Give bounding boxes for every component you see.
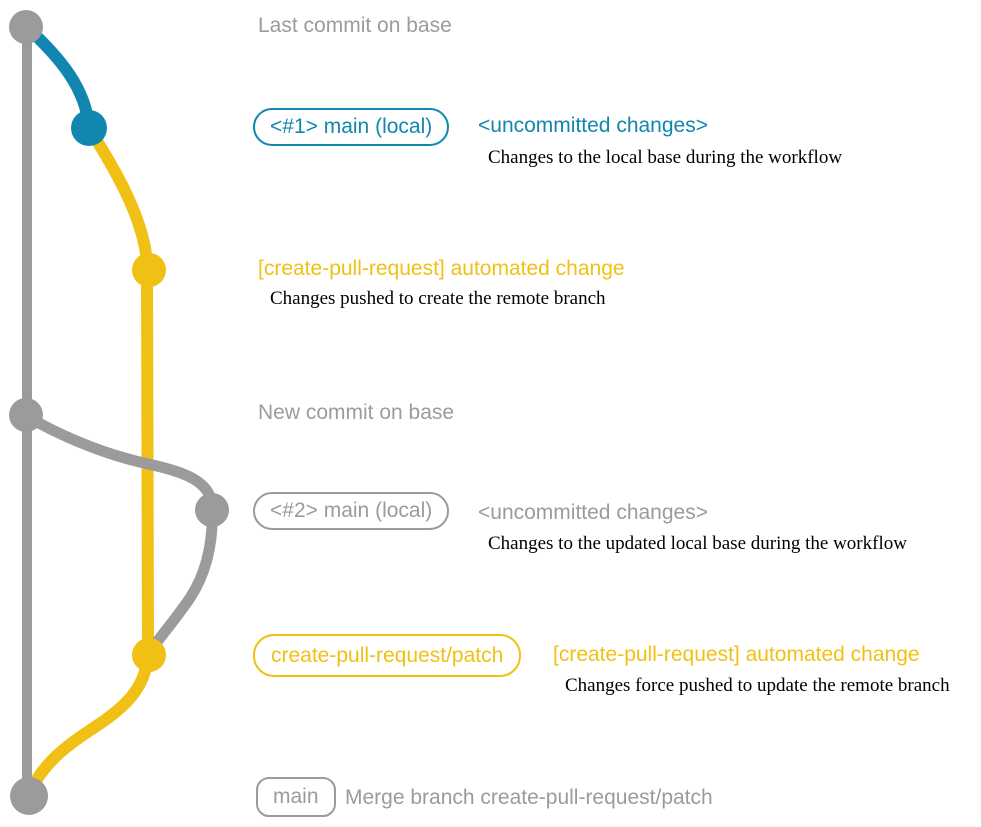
local-changes-branch-line xyxy=(21,21,95,134)
push-create-description: Changes pushed to create the remote bran… xyxy=(270,288,606,309)
uncommitted-changes-heading-1: <uncommitted changes> xyxy=(478,114,708,137)
commit-dot-patch-updated xyxy=(132,638,166,672)
force-push-description: Changes force pushed to update the remot… xyxy=(565,675,950,696)
commit-dot-last-base xyxy=(9,10,43,44)
automated-change-heading-2: [create-pull-request] automated change xyxy=(553,643,920,666)
branch-tag-local-main-1: <#1> main (local) xyxy=(253,108,450,146)
commit-dot-local-main-1 xyxy=(71,110,107,146)
updated-local-branch-line xyxy=(20,410,218,655)
commit-dot-new-base xyxy=(9,398,43,432)
branch-tag-patch: create-pull-request/patch xyxy=(253,634,522,677)
local-base-description-2: Changes to the updated local base during… xyxy=(488,533,907,554)
local-base-description-1: Changes to the local base during the wor… xyxy=(488,147,843,168)
commit-dot-patch-created xyxy=(132,253,166,287)
branch-tag-local-main-2: <#2> main (local) xyxy=(253,492,450,530)
commit-dot-local-main-2 xyxy=(195,493,229,527)
merge-commit-label: Merge branch create-pull-request/patch xyxy=(345,786,713,809)
patch-branch-line xyxy=(24,122,155,798)
branch-tag-main: main xyxy=(256,777,336,817)
new-commit-label: New commit on base xyxy=(258,401,455,424)
automated-change-heading-1: [create-pull-request] automated change xyxy=(258,257,625,280)
uncommitted-changes-heading-2: <uncommitted changes> xyxy=(478,501,708,524)
last-commit-label: Last commit on base xyxy=(258,14,452,37)
commit-dot-merge xyxy=(10,777,48,815)
